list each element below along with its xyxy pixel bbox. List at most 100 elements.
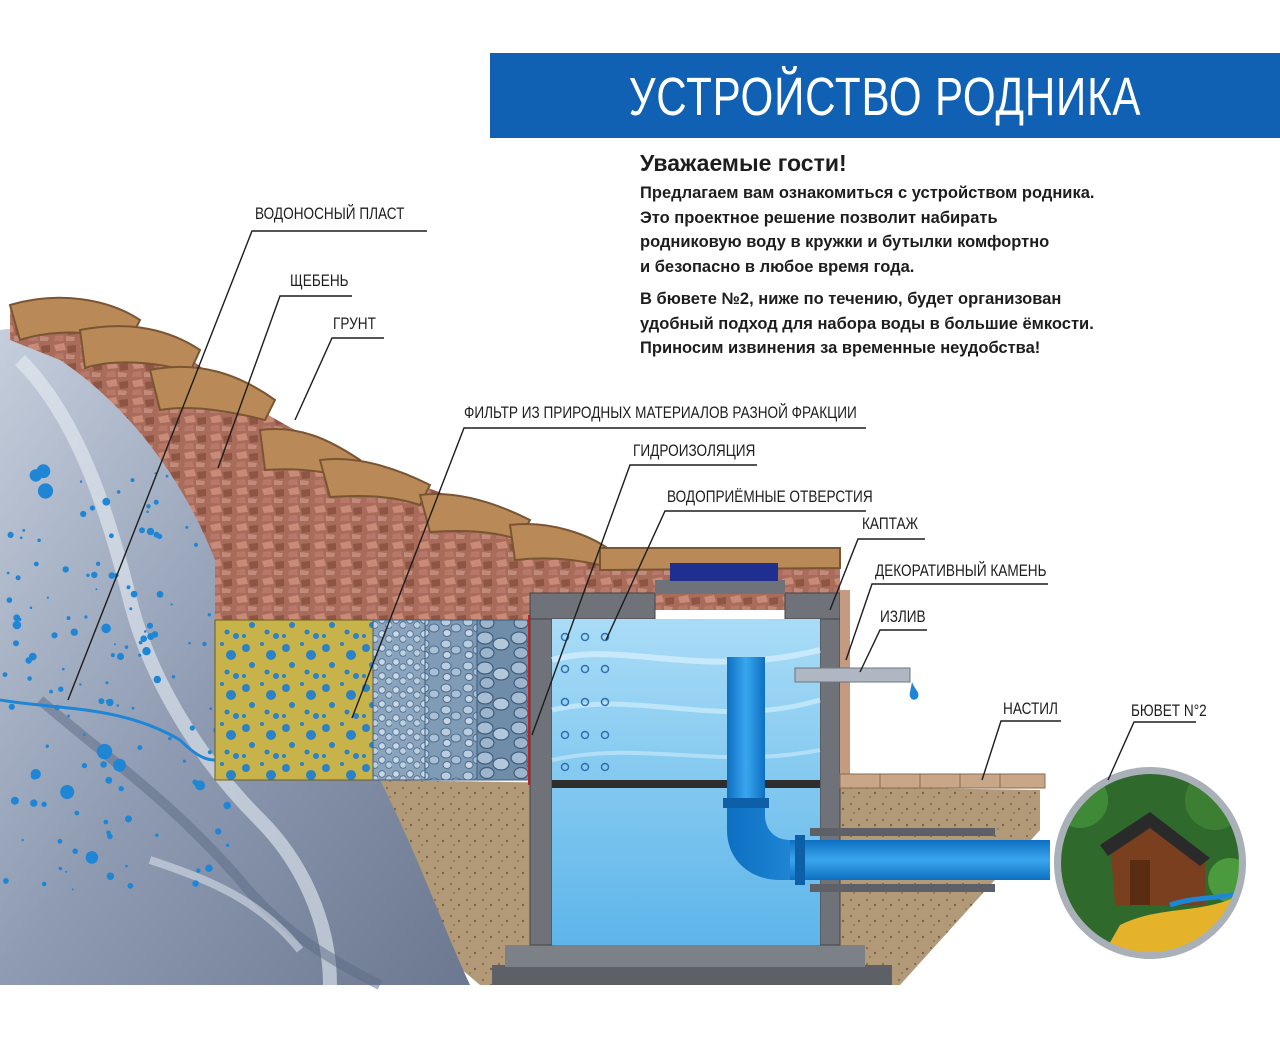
water-drop [108,572,116,579]
intro-line: удобный подход для набора воды в большие… [640,314,1094,333]
water-drop [138,640,143,645]
intake-hole [600,762,610,772]
water-drop [6,571,10,575]
label-filter: ФИЛЬТР ИЗ ПРИРОДНЫХ МАТЕРИАЛОВ РАЗНОЙ ФР… [464,403,857,422]
intake-holes [560,632,610,772]
water-drop [65,870,68,873]
water-drop [209,707,212,710]
water-drop [95,588,98,591]
water-drop [102,497,111,506]
water-drop [137,745,143,751]
water-drop [103,819,109,825]
water-drop [100,761,107,768]
water-drop [126,585,131,590]
water-drop [106,830,111,836]
water-drop [185,525,189,529]
water-drop [74,810,80,816]
water-drop [30,769,41,780]
water-drop [189,725,195,731]
water-drop [25,657,32,664]
water-drop [89,505,95,511]
label-buvet2: БЮВЕТ N°2 [1131,701,1207,720]
intake-hole [600,664,610,674]
water-drop [215,828,222,835]
water-drop [85,851,99,864]
label-spout: ИЗЛИВ [880,607,926,626]
intake-hole [580,730,590,740]
water-drop [153,675,161,684]
water-drop [2,672,8,677]
water-drop [79,683,82,686]
label-waterproofing: ГИДРОИЗОЛЯЦИЯ [633,441,756,460]
water-drop [130,478,135,483]
water-drop [70,628,79,636]
water-drop [196,868,201,873]
water-drop [125,864,128,868]
water-drop [105,776,113,784]
title-banner: УСТРОЙСТВО РОДНИКА [490,53,1280,138]
intake-hole [600,632,610,642]
water-drop [37,483,54,499]
intake-hole [560,697,570,707]
intake-hole [580,762,590,772]
intro-line: Предлагаем вам ознакомиться с устройство… [640,184,1095,202]
water-drop [6,597,13,603]
intake-hole [560,762,570,772]
water-drop [188,641,191,645]
water-drop [139,527,145,534]
water-drop [57,838,63,844]
water-drop [37,538,41,543]
label-aquifer: ВОДОНОСНЫЙ ПЛАСТ [255,204,405,223]
water-drop [116,652,125,661]
water-drop [207,613,211,617]
water-drop [226,843,230,847]
water-drop [205,864,213,872]
water-drop [62,667,65,671]
water-drop [91,571,98,579]
water-drop [41,881,47,887]
label-intake-holes: ВОДОПРИЁМНЫЕ ОТВЕРСТИЯ [667,487,873,506]
water-drop [130,590,138,598]
water-drop [72,848,78,854]
water-drop [71,888,74,891]
water-drop [146,510,149,514]
water-drop [29,469,42,482]
water-drop [29,606,33,610]
water-drop [118,785,124,792]
water-drop [46,596,50,599]
water-drop [131,706,135,710]
water-drop [22,529,26,532]
water-drop [202,641,207,647]
water-drop [170,603,173,606]
water-drop [165,474,169,478]
water-drop [125,815,132,823]
water-drop [33,561,39,567]
label-decor-stone: ДЕКОРАТИВНЫЙ КАМЕНЬ [875,561,1047,580]
water-drop [156,590,164,598]
water-drop [81,762,88,769]
water-drop [106,698,114,707]
water-drop [153,531,160,538]
page-title: УСТРОЙСТВО РОДНИКА [628,67,1142,127]
intake-hole [580,664,590,674]
water-drop [144,630,147,633]
water-drop [146,622,154,629]
label-kaptazh: КАПТАЖ [862,514,919,533]
water-drop [98,698,105,705]
water-drop [116,490,121,494]
water-drop [138,653,142,657]
water-drop [66,616,71,621]
water-drop [110,653,115,658]
intro-greeting: Уважаемые гости! [640,150,847,176]
water-drop [51,632,58,639]
water-drop [27,676,32,681]
water-drop [182,759,186,763]
intro-text: Уважаемые гости! Предлагаем вам ознакоми… [640,150,1260,361]
water-drop [109,533,114,539]
water-drop [146,527,155,536]
intake-hole [560,632,570,642]
water-drop [8,703,15,710]
water-drop [10,796,19,805]
